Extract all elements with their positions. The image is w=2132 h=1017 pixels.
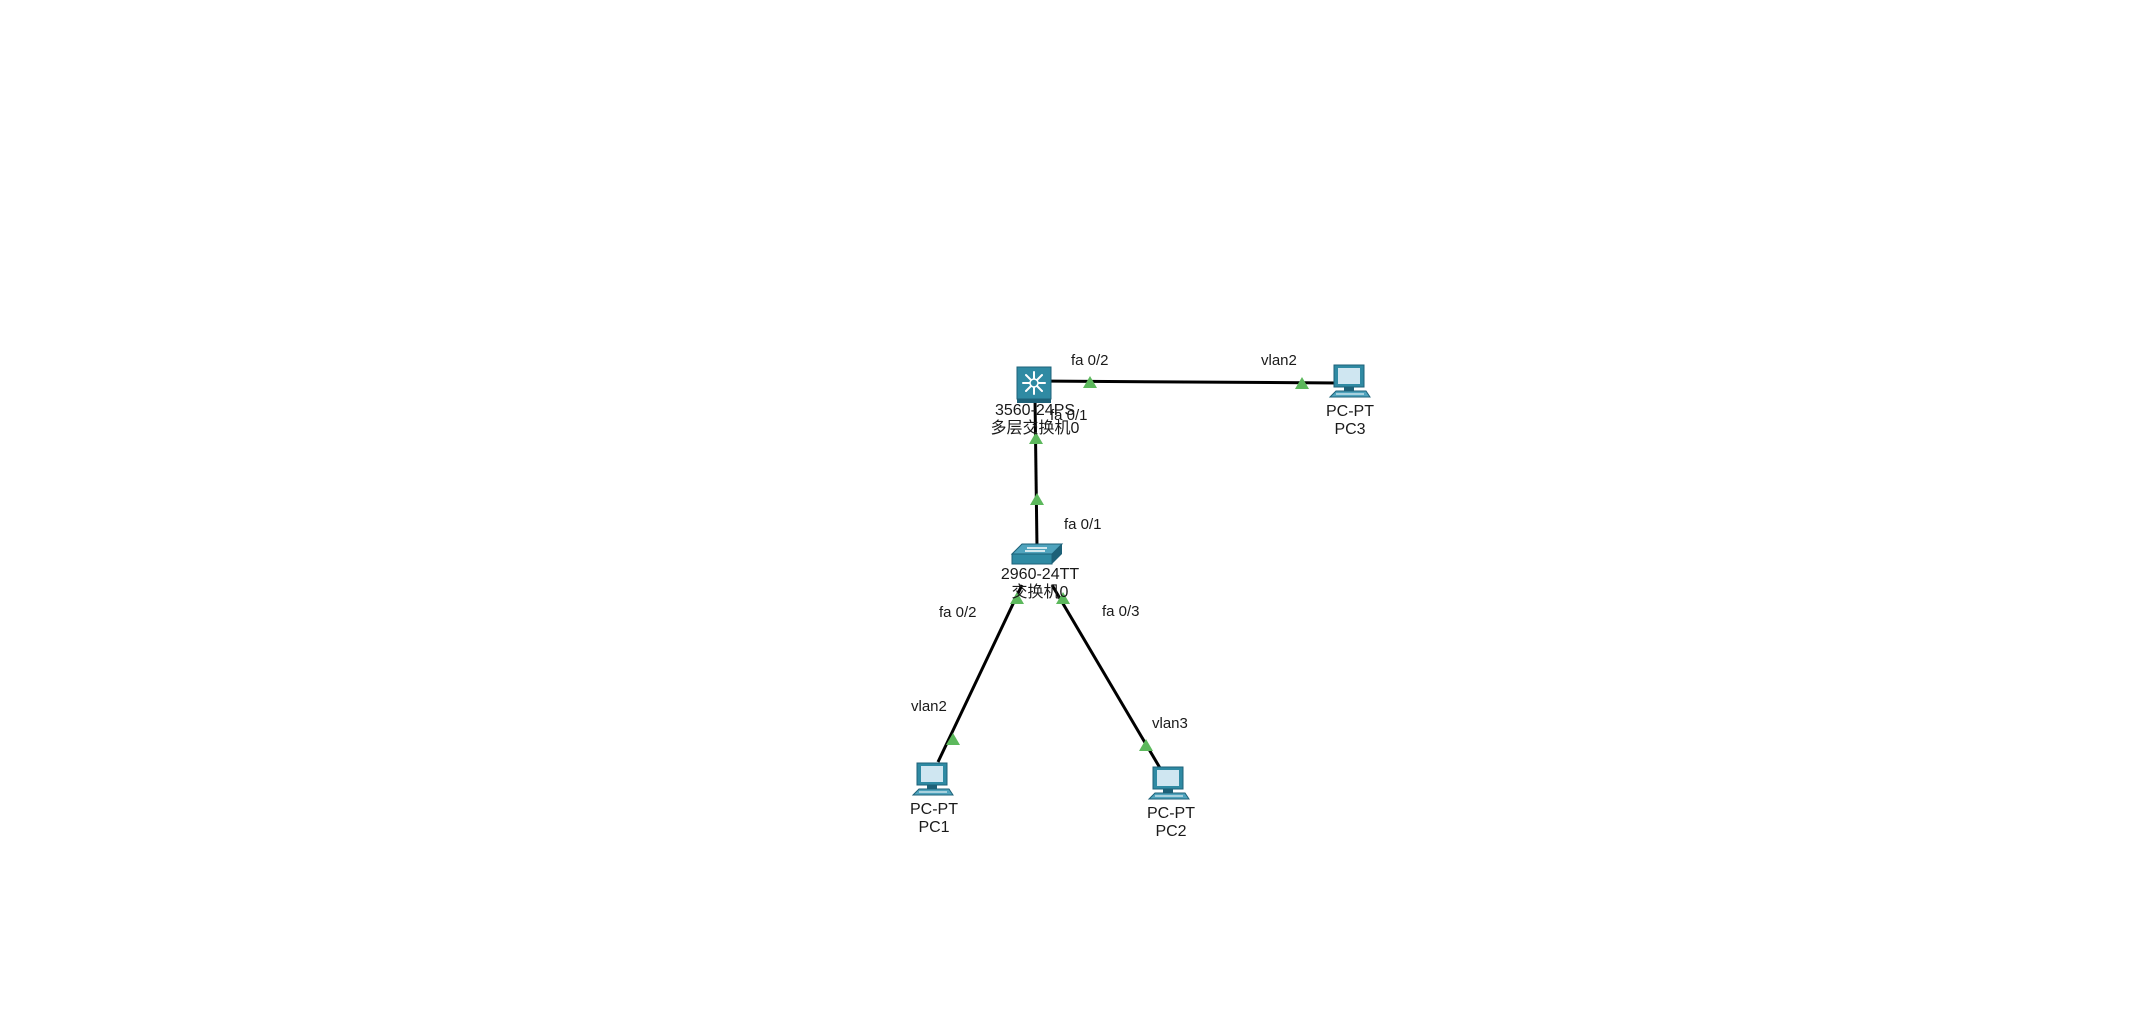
pc-icon[interactable] <box>911 762 954 796</box>
device-name: 多层交换机0 <box>990 420 1080 437</box>
pc1-label: PC-PT PC1 <box>910 801 958 837</box>
device-model: PC-PT <box>910 801 958 818</box>
link-mls-switch[interactable] <box>1033 397 1039 549</box>
port-label: fa 0/2 <box>1071 352 1109 369</box>
pc3-label: PC-PT PC3 <box>1326 403 1374 439</box>
pc-icon[interactable] <box>1147 766 1190 800</box>
device-model: PC-PT <box>1326 403 1374 420</box>
port-label: vlan2 <box>1261 352 1297 369</box>
switch-icon[interactable] <box>1010 543 1064 565</box>
pc2-label: PC-PT PC2 <box>1147 805 1195 841</box>
device-name: 交换机0 <box>1011 584 1069 601</box>
port-label: fa 0/3 <box>1102 603 1140 620</box>
port-label: fa 0/2 <box>939 604 977 621</box>
link-status-icon <box>1029 432 1043 444</box>
device-model: 3560-24PS <box>994 402 1076 419</box>
link-status-icon <box>946 733 960 745</box>
multilayer-switch-icon[interactable] <box>1016 366 1052 403</box>
link-mls-pc3[interactable] <box>1035 379 1339 385</box>
link-switch-pc2[interactable] <box>1050 584 1162 769</box>
link-status-icon <box>1010 592 1024 604</box>
switch-label: 2960-24TT 交换机0 <box>1001 566 1079 602</box>
device-name: PC1 <box>918 819 950 836</box>
link-status-icon <box>1056 592 1070 604</box>
device-name: PC3 <box>1334 421 1366 438</box>
device-model: PC-PT <box>1147 805 1195 822</box>
link-status-icon <box>1083 376 1097 388</box>
device-model: 2960-24TT <box>1000 566 1080 583</box>
port-label: vlan2 <box>911 698 947 715</box>
multilayer-switch-label: 3560-24PS 多层交换机0 <box>991 402 1080 438</box>
device-name: PC2 <box>1155 823 1187 840</box>
port-label: fa 0/1 <box>1050 407 1088 424</box>
port-label: vlan3 <box>1152 715 1188 732</box>
link-status-icon <box>1295 377 1309 389</box>
link-status-icon <box>1139 739 1153 751</box>
pc-icon[interactable] <box>1328 364 1371 398</box>
link-switch-pc1[interactable] <box>936 584 1024 763</box>
link-status-icon <box>1030 493 1044 505</box>
port-label: fa 0/1 <box>1064 516 1102 533</box>
